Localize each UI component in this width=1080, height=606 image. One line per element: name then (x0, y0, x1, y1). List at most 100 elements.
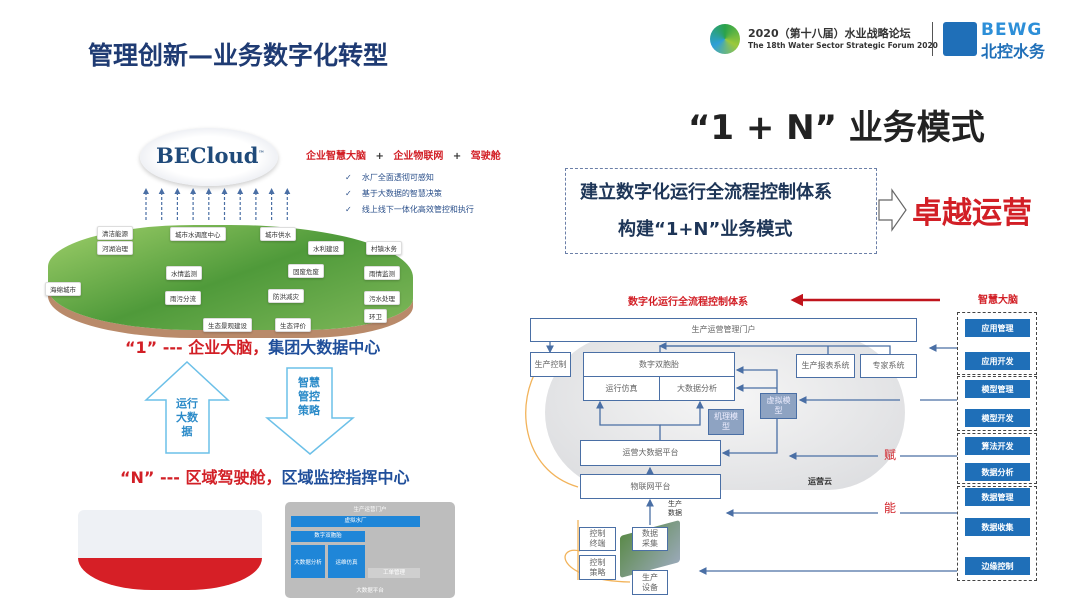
sim-box: 运行仿真 (583, 376, 660, 401)
arch-bigdata: 大数据分析 (291, 545, 325, 578)
landscape-label: 河湖治理 (97, 241, 133, 255)
group-data (957, 486, 1037, 581)
checklist: ✓ 水厂全面透彻可感知 ✓ 基于大数据的智慧决策 ✓ 线上线下一体化高效管控和执… (345, 170, 480, 218)
model-mgmt-button[interactable]: 模型管理 (965, 380, 1030, 398)
ops-platform-box: 运营大数据平台 (580, 440, 721, 466)
up-arrow-icon (237, 188, 244, 220)
up-arrow-label: 运行大数据 (176, 397, 198, 438)
app-mgmt-button[interactable]: 应用管理 (965, 319, 1030, 337)
analysis-box: 大数据分析 (659, 376, 735, 401)
landscape-label: 城市水调度中心 (170, 227, 226, 241)
prod-data-label: 生产数据 (668, 500, 686, 518)
up-arrow-icon (144, 360, 230, 454)
data-mgmt-button[interactable]: 数据管理 (965, 488, 1030, 506)
landscape-label: 清洁能源 (97, 226, 133, 240)
brain-label: 智慧大脑 (978, 295, 1018, 306)
landscape-label: 雨污分流 (165, 291, 201, 305)
check-item: ✓ 水厂全面透彻可感知 (345, 173, 434, 182)
data-collect-button[interactable]: 数据收集 (965, 518, 1030, 536)
cloud-label: 运营云 (808, 477, 832, 486)
prod-ctrl-box: 生产控制 (530, 352, 571, 377)
forum-title-cn: 2020（第十八届）水业战略论坛 (748, 27, 911, 40)
down-arrow-label: 智慧管控策略 (298, 376, 320, 417)
iot-box: 物联网平台 (580, 474, 721, 499)
landscape-label: 固废危废 (288, 264, 324, 278)
collect-box: 数据采集 (632, 527, 668, 551)
algo-dev-button[interactable]: 算法开发 (965, 437, 1030, 455)
group-model (957, 376, 1037, 431)
up-arrow-icon (252, 188, 259, 220)
landscape-label: 海绵城市 (45, 282, 81, 296)
model-line2: 构建“1+N”业务模式 (618, 219, 793, 240)
virt-model-box: 虚拟模型 (760, 393, 797, 419)
device-box: 生产设备 (632, 570, 668, 595)
cockpit-screens-image (78, 510, 262, 590)
up-arrow-icon (143, 188, 149, 220)
tag-cockpit: 驾驶舱 (470, 151, 501, 162)
arch-twin: 数字双胞胎 (291, 531, 365, 542)
becloud-logo: BECloud™ (156, 143, 264, 168)
landscape-label: 生态景观建设 (203, 318, 252, 332)
model-box: 建立数字化运行全流程控制体系 构建“1+N”业务模式 (565, 168, 877, 254)
check-item: ✓ 线上线下一体化高效管控和执行 (345, 205, 474, 214)
tm: ™ (258, 150, 265, 157)
landscape-label: 城市供水 (260, 227, 296, 241)
group-algo (957, 433, 1037, 484)
up-arrow-icon (205, 188, 212, 220)
fu-label: 赋 (884, 448, 897, 462)
becloud-text: BECloud (156, 143, 259, 168)
right-arrow-icon (878, 188, 907, 232)
neng-label: 能 (884, 501, 897, 515)
page-title: 管理创新—业务数字化转型 (88, 41, 389, 70)
model-line1: 建立数字化运行全流程控制体系 (580, 182, 832, 203)
up-arrow-icon (284, 188, 291, 220)
landscape-label: 水情监测 (166, 266, 202, 280)
arch-platform: 大数据平台 (356, 588, 384, 594)
model-title: “1 + N” 业务模式 (688, 108, 985, 148)
bewg-logo-icon (943, 22, 977, 56)
tag-iot: 企业物联网 (393, 151, 444, 162)
forum-logo-icon (710, 24, 740, 54)
landscape-label: 环卫 (364, 309, 387, 323)
ctrl-term-box: 控制终端 (579, 527, 616, 551)
up-arrow-icon (221, 188, 228, 220)
arch-mgmt: 工单管理 (368, 568, 420, 578)
architecture-image: 生产运营门户 虚拟水厂 数字双胞胎 大数据分析 运维仿真 工单管理 大数据平台 (285, 502, 455, 598)
model-result: 卓越运营 (912, 196, 1032, 231)
brand-cn: 北控水务 (981, 42, 1046, 61)
down-arrow-icon (265, 367, 355, 455)
landscape-label: 防洪减灾 (268, 289, 304, 303)
upload-arrows (143, 188, 291, 220)
arch-portal: 生产运营门户 (353, 507, 387, 513)
landscape-label: 雨情监测 (364, 266, 400, 280)
up-arrow-icon (190, 188, 197, 220)
plus: + (452, 151, 462, 162)
arch-virtual: 虚拟水厂 (291, 516, 420, 527)
up-arrow-icon (158, 188, 165, 220)
arch-sim: 运维仿真 (328, 545, 365, 578)
tagline: 企业智慧大脑 + 企业物联网 + 驾驶舱 (306, 147, 501, 162)
twin-box: 数字双胞胎 (583, 352, 735, 377)
system-title: 数字化运行全流程控制体系 (628, 297, 748, 308)
data-analysis-button[interactable]: 数据分析 (965, 463, 1030, 481)
landscape-label: 村镇水务 (366, 241, 402, 255)
check-item: ✓ 基于大数据的智慧决策 (345, 189, 442, 198)
one-line: “1” --- 企业大脑，集团大数据中心 (125, 338, 381, 357)
group-app (957, 312, 1037, 375)
ctrl-strat-box: 控制策略 (579, 555, 616, 580)
brand-en: BEWG (981, 20, 1043, 40)
landscape-label: 水利建设 (308, 241, 344, 255)
cloud-shape (140, 128, 278, 186)
edge-ctrl-button[interactable]: 边缘控制 (965, 557, 1030, 575)
expert-box: 专家系统 (860, 354, 917, 378)
mech-model-box: 机理模型 (708, 409, 744, 435)
report-box: 生产报表系统 (796, 354, 855, 378)
portal-box: 生产运营管理门户 (530, 318, 917, 342)
n-line: “N” --- 区域驾驶舱，区域监控指挥中心 (120, 468, 410, 487)
landscape-label: 生态评价 (275, 318, 311, 332)
app-dev-button[interactable]: 应用开发 (965, 352, 1030, 370)
up-arrow-icon (174, 188, 181, 220)
model-dev-button[interactable]: 模型开发 (965, 409, 1030, 427)
landscape-label: 污水处理 (364, 291, 400, 305)
